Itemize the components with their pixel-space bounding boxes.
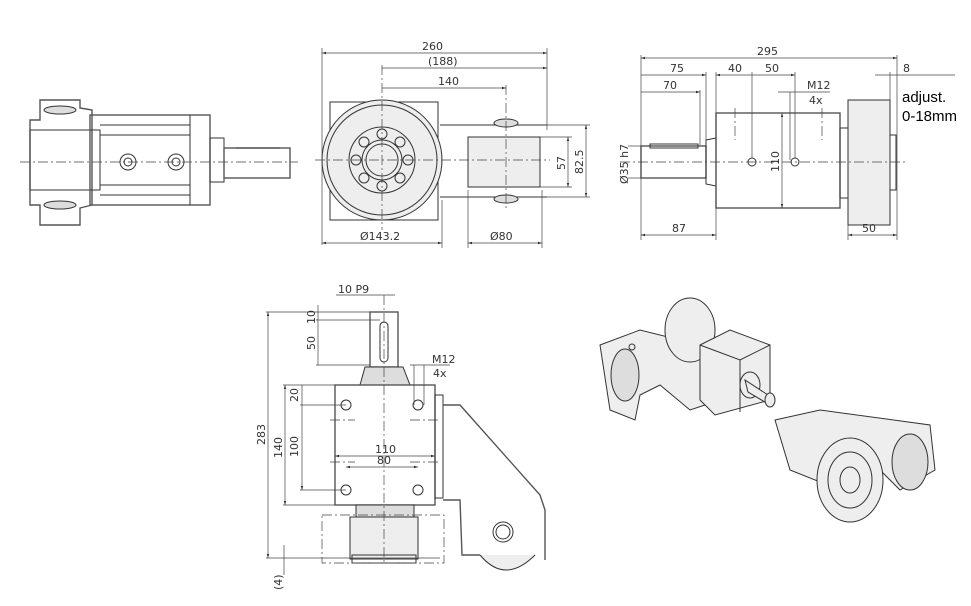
dim-40: 40 bbox=[728, 62, 742, 75]
dim-283: 283 bbox=[255, 424, 268, 445]
dim-50: 50 bbox=[305, 336, 318, 350]
side-view-right: 295 75 70 40 50 M12 4x 8 adjust. 0-18mm … bbox=[618, 45, 957, 240]
bottom-view: 10 P9 10 50 M12 4x 20 283 140 100 110 80… bbox=[255, 283, 546, 590]
dim-clearance: (4) bbox=[272, 574, 285, 590]
dim-wheel-diameter: Ø143.2 bbox=[360, 230, 400, 243]
dim-87: 87 bbox=[672, 222, 686, 235]
dim-100: 100 bbox=[288, 436, 301, 457]
thread-count: 4x bbox=[433, 367, 447, 380]
dim-75: 75 bbox=[670, 62, 684, 75]
dim-20: 20 bbox=[288, 388, 301, 402]
dim-140: 140 bbox=[438, 75, 459, 88]
dim-188: (188) bbox=[428, 55, 458, 68]
thread-label: M12 bbox=[432, 353, 456, 366]
dim-70: 70 bbox=[663, 79, 677, 92]
thread-label: M12 bbox=[807, 79, 831, 92]
dim-260: 260 bbox=[422, 40, 443, 53]
dim-140: 140 bbox=[272, 437, 285, 458]
dim-110: 110 bbox=[769, 151, 782, 172]
adjust-note-line2: 0-18mm bbox=[902, 108, 957, 125]
dim-8: 8 bbox=[903, 62, 910, 75]
key-label: 10 P9 bbox=[338, 283, 369, 296]
dim-295: 295 bbox=[757, 45, 778, 58]
dim-caster-diameter: Ø80 bbox=[490, 230, 513, 243]
adjust-note-line1: adjust. bbox=[902, 89, 946, 106]
front-view-center: 260 (188) 140 Ø143.2 Ø80 57 82.5 bbox=[315, 40, 590, 248]
isometric-view bbox=[599, 297, 936, 523]
dim-50: 50 bbox=[765, 62, 779, 75]
dim-10: 10 bbox=[305, 310, 318, 324]
side-view-left bbox=[20, 99, 298, 226]
dim-shaft-diameter: Ø35 h7 bbox=[618, 144, 631, 184]
dim-110: 110 bbox=[375, 443, 396, 456]
dim-80: 80 bbox=[377, 454, 391, 467]
dim-50-wheel: 50 bbox=[862, 222, 876, 235]
bolt-circle bbox=[350, 128, 414, 192]
dim-82-5: 82.5 bbox=[573, 150, 586, 175]
dim-57: 57 bbox=[555, 156, 568, 170]
thread-count: 4x bbox=[809, 94, 823, 107]
